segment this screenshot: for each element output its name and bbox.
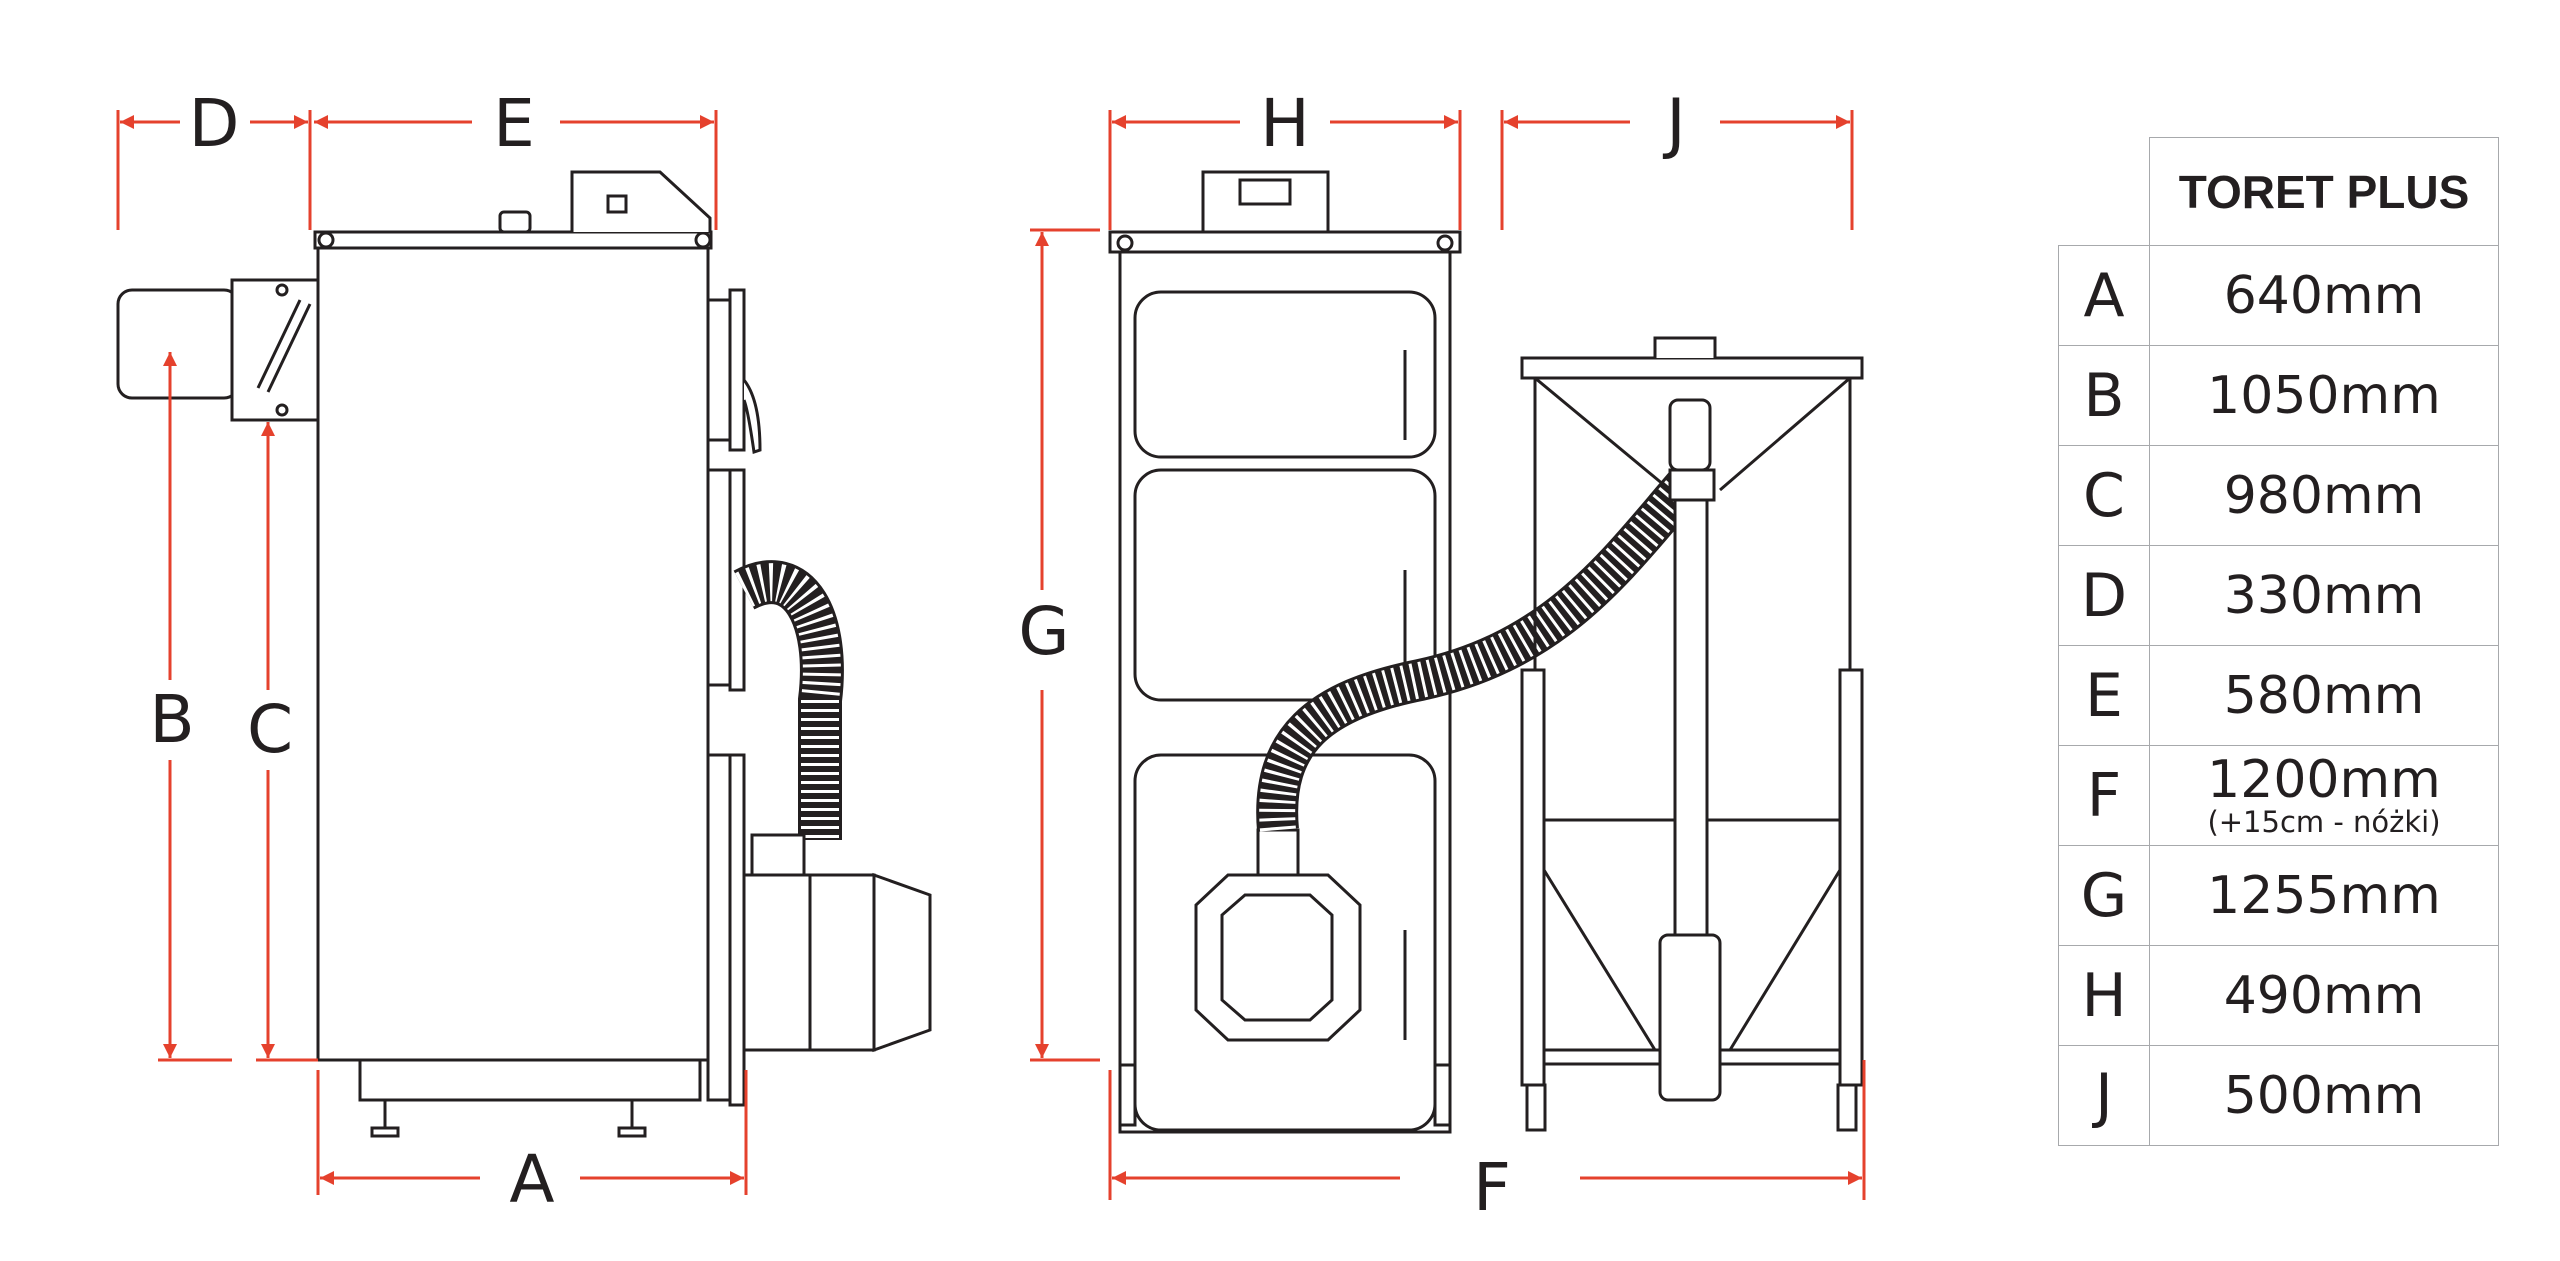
dimension-value-cell: 490mm [2149,945,2499,1046]
boiler-side-view [116,170,932,1138]
table-row: B 1050mm [2058,345,2499,446]
dimension-key: C [2058,445,2150,546]
table-row: G 1255mm [2058,845,2499,946]
dimension-key: F [2058,745,2150,846]
dimension-value-cell: 1050mm [2149,345,2499,446]
dimension-value-cell: 1200mm(+15cm - nóżki) [2149,745,2499,846]
boiler-front-view [1108,170,1706,1134]
dimension-value: 330mm [2223,565,2425,626]
dim-label-j: J [1662,85,1685,162]
dimension-key: B [2058,345,2150,446]
dim-label-e: E [493,85,535,162]
dimension-key: G [2058,845,2150,946]
table-row: J 500mm [2058,1045,2499,1146]
table-row: A 640mm [2058,245,2499,346]
dimension-note: (+15cm - nóżki) [2207,805,2441,839]
table-title: TORET PLUS [2149,137,2499,246]
dim-label-f: F [1473,1149,1511,1226]
dimension-value: 980mm [2223,465,2425,526]
dim-label-c: C [247,691,293,768]
table-corner-cell [2058,137,2150,246]
dimension-key: J [2058,1045,2150,1146]
dimension-key: A [2058,245,2150,346]
table-row: C 980mm [2058,445,2499,546]
pellet-hopper [1520,336,1864,1132]
dim-label-b: B [149,681,194,758]
table-row: E 580mm [2058,645,2499,746]
dimension-value: 1050mm [2207,365,2441,426]
dimension-value: 500mm [2223,1065,2425,1126]
dimension-value-cell: 640mm [2149,245,2499,346]
dim-label-h: H [1260,85,1310,162]
dimension-key: H [2058,945,2150,1046]
dimension-value: 1200mm [2207,750,2441,810]
dimension-key: D [2058,545,2150,646]
dim-label-d: D [189,85,240,162]
dimension-value: 640mm [2223,265,2425,326]
dimension-value-cell: 980mm [2149,445,2499,546]
dimension-value: 490mm [2223,965,2425,1026]
dimension-lines [116,110,1866,1200]
dimension-key: E [2058,645,2150,746]
dim-label-a: A [509,1141,554,1218]
dimension-value: 1255mm [2207,865,2441,926]
dimension-value: 580mm [2223,665,2425,726]
table-header-row: TORET PLUS [2058,137,2499,246]
table-row: D 330mm [2058,545,2499,646]
dimension-value-cell: 500mm [2149,1045,2499,1146]
table-row: H 490mm [2058,945,2499,1046]
dimension-value-cell: 1255mm [2149,845,2499,946]
dimension-value-cell: 580mm [2149,645,2499,746]
dimension-value-cell: 330mm [2149,545,2499,646]
dim-label-g: G [1018,593,1069,670]
